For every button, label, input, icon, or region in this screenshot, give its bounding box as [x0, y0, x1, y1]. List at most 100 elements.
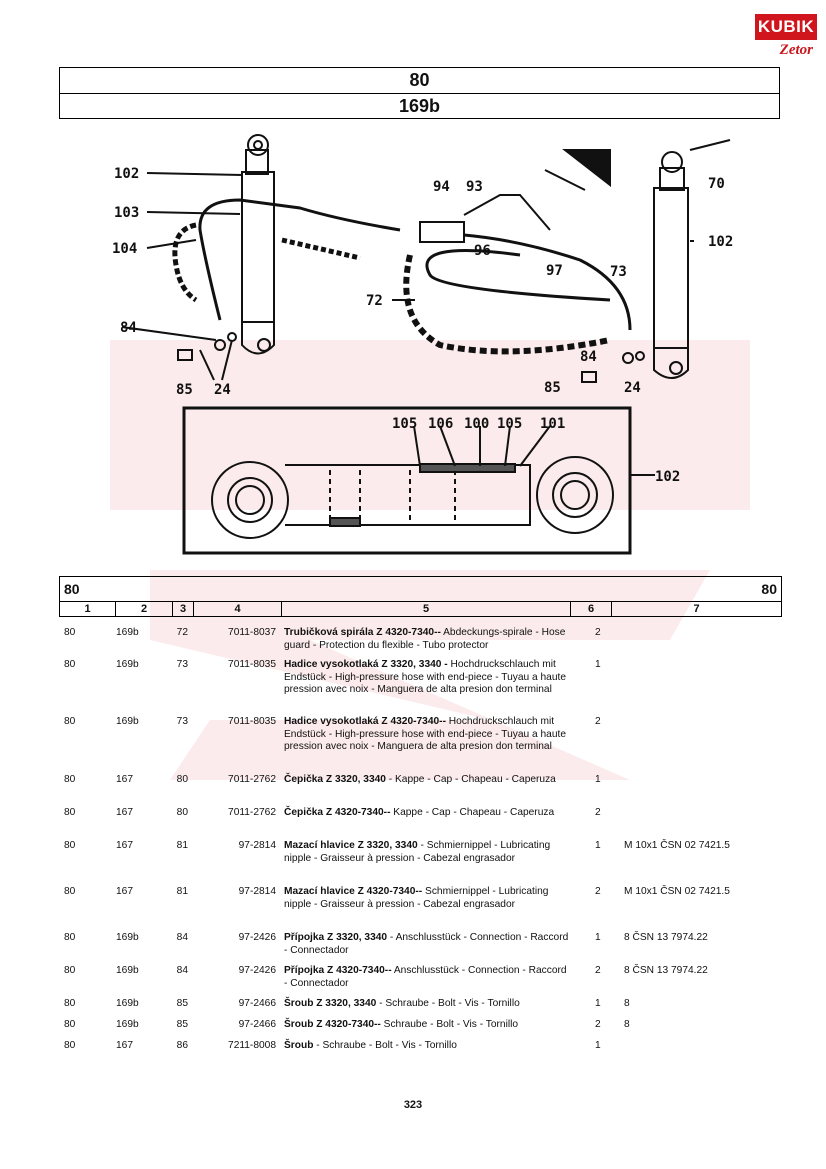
table-group-right: 80 [761, 581, 777, 597]
cell-position: 72 [176, 627, 188, 638]
cell-description: Přípojka Z 4320-7340-- Anschlusstück - C… [284, 965, 569, 990]
part-translations: Hochdruckschlauch mit Endstück - High-pr… [284, 659, 567, 696]
cell-description: Mazací hlavice Z 4320-7340-- Schmiernipp… [284, 886, 569, 911]
cell-note: 8 [624, 1019, 630, 1030]
cell-group: 80 [64, 1019, 76, 1030]
part-name: Šroub Z 3320, 3340 [284, 998, 377, 1009]
cell-figure: 167 [116, 1040, 133, 1051]
col-header-6: 6 [571, 602, 612, 616]
part-name: Šroub Z 4320-7340-- [284, 1019, 381, 1030]
col-header-1: 1 [60, 602, 116, 616]
part-name: Hadice vysokotlaká Z 4320-7340-- [284, 716, 446, 727]
cell-group: 80 [64, 716, 76, 727]
part-name: Mazací hlavice Z 3320, 3340 [284, 840, 418, 851]
cell-part-number: 97-2814 [238, 886, 276, 897]
cell-part-number: 97-2426 [238, 965, 276, 976]
part-translations: Abdeckungs-spirale - Hose guard - Protec… [284, 627, 566, 651]
cell-position: 81 [176, 840, 188, 851]
cell-quantity: 1 [595, 932, 601, 943]
part-translations: Schmiernippel - Lubricating nipple - Gra… [284, 886, 549, 910]
table-group-left: 80 [64, 581, 80, 597]
col-header-3: 3 [173, 602, 194, 616]
part-translations: - Schmiernippel - Lubricating nipple - G… [284, 840, 551, 864]
hose-guard-left [172, 222, 198, 303]
part-name: Hadice vysokotlaká Z 3320, 3340 - [284, 659, 448, 670]
cell-quantity: 2 [595, 886, 601, 897]
cell-group: 80 [64, 774, 76, 785]
part-name: Čepička Z 4320-7340-- [284, 807, 391, 818]
svg-text:105: 105 [392, 416, 417, 432]
cell-position: 73 [176, 659, 188, 670]
svg-text:84: 84 [580, 349, 597, 365]
svg-text:72: 72 [366, 293, 383, 309]
svg-text:102: 102 [708, 234, 733, 250]
cell-figure: 169b [116, 932, 139, 943]
part-name: Šroub [284, 1040, 314, 1051]
cell-description: Šroub Z 4320-7340-- Schraube - Bolt - Vi… [284, 1019, 569, 1032]
cell-quantity: 1 [595, 840, 601, 851]
cell-position: 84 [176, 932, 188, 943]
cell-group: 80 [64, 627, 76, 638]
cell-figure: 167 [116, 807, 133, 818]
cell-group: 80 [64, 965, 76, 976]
svg-text:104: 104 [112, 241, 137, 257]
part-translations: - Anschlusstück - Connection - Raccord -… [284, 932, 569, 956]
svg-text:70: 70 [708, 176, 725, 192]
cell-quantity: 2 [595, 1019, 601, 1030]
part-name: Čepička Z 3320, 3340 [284, 774, 386, 785]
part-translations: - Schraube - Bolt - Vis - Tornillo [313, 1040, 457, 1051]
cell-note: M 10x1 ČSN 02 7421.5 [624, 886, 730, 897]
logo-kubik-text: KUBIK [755, 14, 817, 40]
cell-description: Trubičková spirála Z 4320-7340-- Abdecku… [284, 627, 569, 652]
part-name: Trubičková spirála Z 4320-7340-- [284, 627, 441, 638]
cell-part-number: 7011-2762 [228, 774, 276, 785]
figure-number: 169b [60, 93, 779, 119]
cell-position: 84 [176, 965, 188, 976]
svg-text:105: 105 [497, 416, 522, 432]
svg-text:84: 84 [120, 320, 137, 336]
cell-position: 80 [176, 807, 188, 818]
figure-header: 80 169b [59, 67, 780, 119]
cell-quantity: 1 [595, 1040, 601, 1051]
part-name: Přípojka Z 3320, 3340 [284, 932, 388, 943]
cell-group: 80 [64, 1040, 76, 1051]
cell-description: Mazací hlavice Z 3320, 3340 - Schmiernip… [284, 840, 569, 865]
cell-description: Hadice vysokotlaká Z 3320, 3340 - Hochdr… [284, 659, 569, 697]
cell-figure: 169b [116, 965, 139, 976]
col-header-4: 4 [194, 602, 282, 616]
column-headers: 1 2 3 4 5 6 7 [60, 601, 781, 616]
cell-quantity: 2 [595, 716, 601, 727]
cell-quantity: 1 [595, 774, 601, 785]
svg-text:85: 85 [176, 382, 193, 398]
cell-quantity: 1 [595, 998, 601, 1009]
svg-text:24: 24 [624, 380, 641, 396]
cell-part-number: 7011-2762 [228, 807, 276, 818]
cell-quantity: 1 [595, 659, 601, 670]
cell-part-number: 7211-8008 [228, 1040, 276, 1051]
svg-text:94: 94 [433, 179, 450, 195]
left-cylinder [241, 134, 275, 355]
cell-group: 80 [64, 932, 76, 943]
cell-figure: 167 [116, 886, 133, 897]
cell-part-number: 7011-8037 [228, 627, 276, 638]
cell-note: M 10x1 ČSN 02 7421.5 [624, 840, 730, 851]
hose-guard-right [403, 254, 611, 355]
cell-description: Čepička Z 4320-7340-- Kappe - Cap - Chap… [284, 807, 569, 820]
svg-text:106: 106 [428, 416, 453, 432]
svg-text:102: 102 [655, 469, 680, 485]
cell-description: Šroub - Schraube - Bolt - Vis - Tornillo [284, 1040, 569, 1053]
cell-group: 80 [64, 659, 76, 670]
cell-note: 8 ČSN 13 7974.22 [624, 932, 708, 943]
col-header-7: 7 [693, 603, 700, 615]
cell-group: 80 [64, 807, 76, 818]
right-cylinder [653, 151, 689, 379]
cell-group: 80 [64, 840, 76, 851]
svg-text:85: 85 [544, 380, 561, 396]
cell-position: 85 [176, 998, 188, 1009]
cell-figure: 169b [116, 659, 139, 670]
cell-position: 80 [176, 774, 188, 785]
cell-part-number: 7011-8035 [228, 716, 276, 727]
part-translations: - Schraube - Bolt - Vis - Tornillo [376, 998, 520, 1009]
cell-figure: 169b [116, 998, 139, 1009]
kubik-zetor-logo: KUBIK Zetor [755, 14, 817, 68]
